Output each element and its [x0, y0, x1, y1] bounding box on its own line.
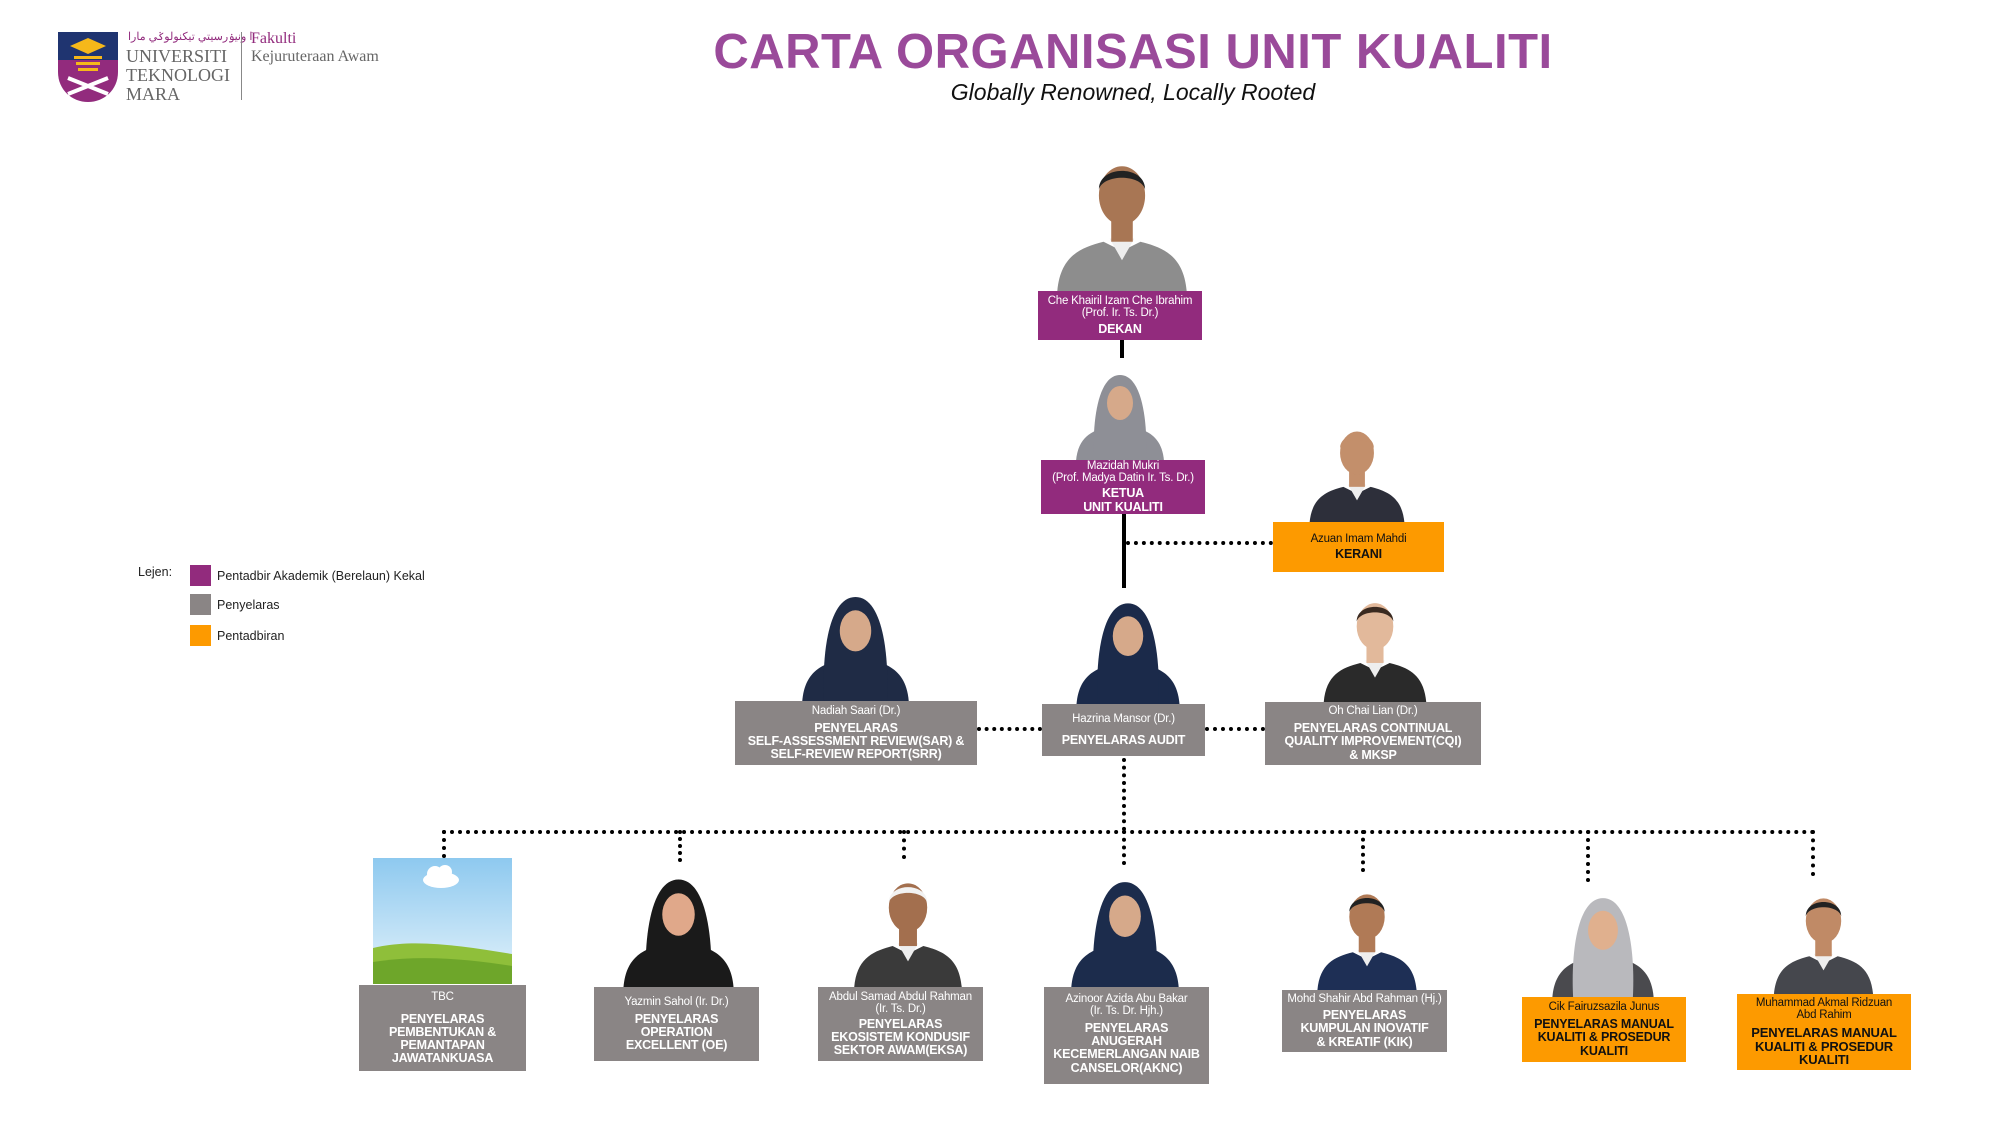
node-title: PENYELARAS MANUAL KUALITI & PROSEDUR KUA…: [1751, 1025, 1897, 1068]
faculty-label: Fakulti: [251, 30, 297, 47]
node-name: Cik Fairuzsazila Junus: [1548, 1001, 1660, 1014]
photo-manual-2: [1750, 876, 1897, 994]
node-sar: Nadiah Saari (Dr.) PENYELARAS SELF-ASSES…: [735, 701, 977, 765]
node-jawatankuasa: TBC PENYELARAS PEMBENTUKAN & PEMANTAPAN …: [359, 985, 526, 1071]
node-name: Abdul Samad Abdul Rahman (Ir. Ts. Dr.): [829, 990, 972, 1015]
legend-swatch-gray: [190, 594, 211, 615]
photo-audit: [1061, 587, 1195, 704]
node-name: Azinoor Azida Abu Bakar (Ir. Ts. Dr. Hjh…: [1065, 993, 1188, 1018]
legend-item-label: Penyelaras: [217, 598, 280, 612]
legend-item-label: Pentadbir Akademik (Berelaun) Kekal: [217, 569, 425, 583]
connector-dotted: [1122, 830, 1126, 865]
node-title: PENYELARAS CONTINUAL QUALITY IMPROVEMENT…: [1284, 721, 1462, 762]
faculty-name: Kejuruteraan Awam: [251, 48, 379, 65]
connector-dotted: [1122, 758, 1126, 831]
connector-dotted: [1361, 830, 1365, 872]
node-title: PENYELARAS OPERATION EXCELLENT (OE): [625, 1011, 728, 1053]
node-cqi: Oh Chai Lian (Dr.) PENYELARAS CONTINUAL …: [1265, 702, 1481, 765]
node-name: Hazrina Mansor (Dr.): [1072, 712, 1175, 725]
photo-dekan: [1045, 133, 1199, 291]
node-title: KERANI: [1335, 546, 1382, 561]
node-title: PENYELARAS MANUAL KUALITI & PROSEDUR KUA…: [1534, 1017, 1674, 1058]
logo-line-3: MARA: [126, 84, 181, 104]
legend-item-label: Pentadbiran: [217, 629, 285, 643]
logo-line-1: UNIVERSITI: [126, 46, 227, 66]
logo-divider: [241, 32, 242, 100]
node-name: Yazmin Sahol (Ir. Dr.): [624, 995, 729, 1008]
node-title: KETUA UNIT KUALITI: [1083, 486, 1163, 514]
connector-dotted: [1205, 727, 1265, 731]
connector-line: [1122, 514, 1126, 588]
connector-dotted: [442, 830, 1816, 834]
legend-swatch-orange: [190, 625, 211, 646]
node-title: PENYELARAS KUMPULAN INOVATIF & KREATIF (…: [1300, 1008, 1429, 1049]
photo-kerani: [1282, 410, 1432, 523]
node-name: Nadiah Saari (Dr.): [811, 704, 901, 717]
node-title: PENYELARAS PEMBENTUKAN & PEMANTAPAN JAWA…: [388, 1012, 497, 1066]
photo-sar: [785, 580, 926, 701]
node-title: PENYELARAS SELF-ASSESSMENT REVIEW(SAR) &…: [747, 720, 965, 762]
photo-kik: [1301, 872, 1433, 990]
node-name: Che Khairil Izam Che Ibrahim (Prof. Ir. …: [1047, 295, 1193, 320]
connector-dotted: [678, 830, 682, 862]
photo-ketua: [1070, 355, 1170, 461]
page-subtitle: Globally Renowned, Locally Rooted: [950, 79, 1316, 105]
connector-dotted: [1126, 541, 1273, 545]
logo-line-2: TEKNOLOGI: [126, 65, 230, 85]
node-name: TBC: [431, 991, 454, 1003]
node-kik: Mohd Shahir Abd Rahman (Hj.) PENYELARAS …: [1282, 990, 1447, 1052]
node-name: Mohd Shahir Abd Rahman (Hj.): [1287, 993, 1442, 1006]
node-kerani: Azuan Imam Mahdi KERANI: [1273, 522, 1444, 572]
connector-dotted: [442, 830, 446, 858]
placeholder-image: [373, 858, 512, 984]
node-title: PENYELARAS EKOSISTEM KONDUSIF SEKTOR AWA…: [831, 1016, 970, 1058]
connector-dotted: [902, 830, 906, 859]
photo-aknc: [1058, 865, 1192, 987]
node-audit: Hazrina Mansor (Dr.) PENYELARAS AUDIT: [1042, 704, 1205, 756]
node-title: DEKAN: [1098, 321, 1142, 336]
photo-manual-1: [1523, 882, 1683, 997]
legend-swatch-purple: [190, 565, 211, 586]
node-name: Muhammad Akmal Ridzuan Abd Rahim: [1755, 996, 1893, 1022]
node-aknc: Azinoor Azida Abu Bakar (Ir. Ts. Dr. Hjh…: [1044, 987, 1209, 1084]
node-name: Mazidah Mukri (Prof. Madya Datin Ir. Ts.…: [1052, 460, 1194, 485]
node-name: Azuan Imam Mahdi: [1310, 532, 1407, 545]
connector-dotted: [1586, 830, 1590, 882]
photo-oe: [603, 862, 754, 987]
node-title: PENYELARAS ANUGERAH KECEMERLANGAN NAIB C…: [1053, 1021, 1200, 1075]
node-ketua: Mazidah Mukri (Prof. Madya Datin Ir. Ts.…: [1041, 460, 1205, 514]
connector-dotted: [1811, 830, 1815, 876]
connector-line: [1120, 340, 1124, 358]
page-title: CARTA ORGANISASI UNIT KUALITI: [713, 25, 1553, 79]
node-oe: Yazmin Sahol (Ir. Dr.) PENYELARAS OPERAT…: [594, 987, 759, 1061]
uitm-crest-icon: [58, 32, 118, 102]
node-manual-1: Cik Fairuzsazila Junus PENYELARAS MANUAL…: [1522, 997, 1686, 1062]
node-manual-2: Muhammad Akmal Ridzuan Abd Rahim PENYELA…: [1737, 994, 1911, 1070]
node-eksa: Abdul Samad Abdul Rahman (Ir. Ts. Dr.) P…: [818, 987, 983, 1061]
photo-eksa: [831, 859, 985, 987]
uitm-logo: ا ونيۏرسيتي تيكنولوݢي مارا UNIVERSITI TE…: [58, 30, 408, 105]
photo-cqi: [1308, 580, 1442, 702]
node-name: Oh Chai Lian (Dr.): [1328, 705, 1418, 718]
connector-dotted: [977, 727, 1042, 731]
legend-label: Lejen:: [138, 565, 173, 579]
node-title: PENYELARAS AUDIT: [1061, 732, 1186, 747]
node-dekan: Che Khairil Izam Che Ibrahim (Prof. Ir. …: [1038, 291, 1202, 340]
